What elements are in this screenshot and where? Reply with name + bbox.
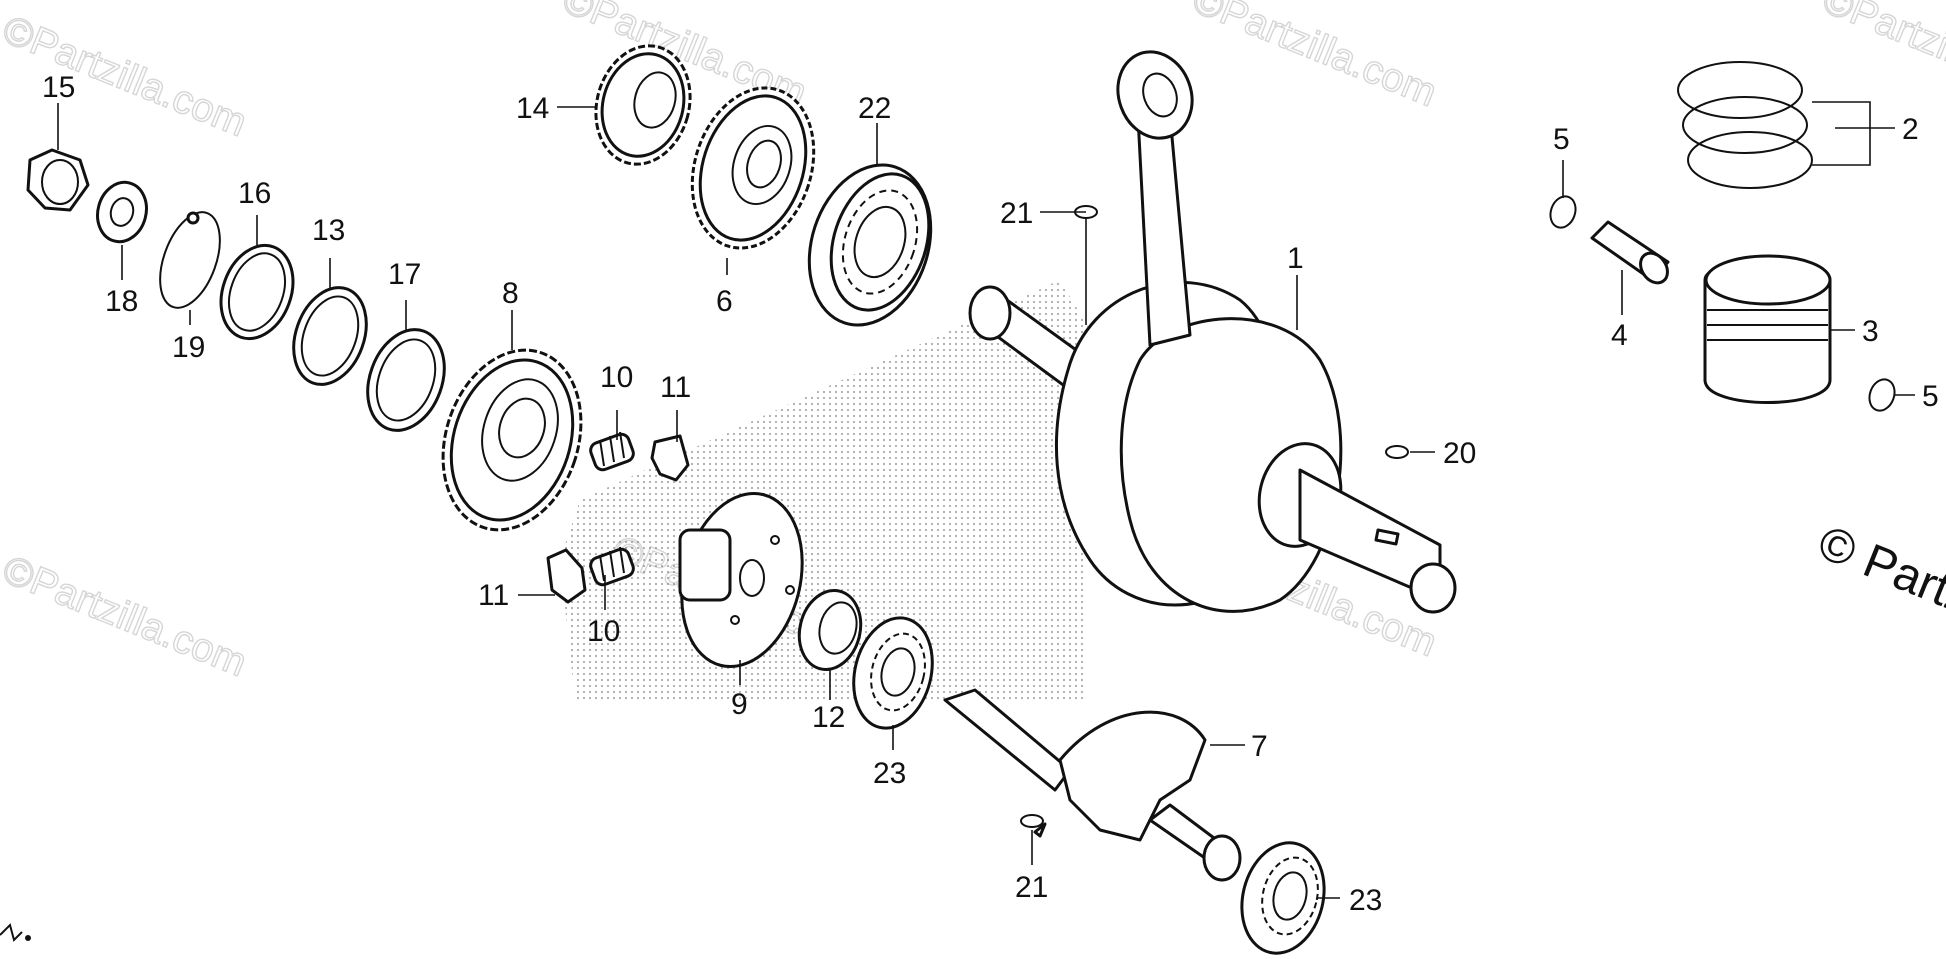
callout-labels: 1 2 3 4 5 5 6 7 8 9 10 10 11 11 12 13 14… [42,71,1939,917]
callout-21: 21 [1015,871,1048,904]
piston-rings-part [1677,61,1813,189]
washer-part [96,180,148,244]
clutch-plate-part [678,491,804,669]
leader-lines [57,101,1915,899]
piston-pin-clip-part [1549,195,1896,412]
callout-12: 12 [812,701,845,734]
callout-8: 8 [502,277,519,310]
crankshaft-assembly-part [968,50,1457,614]
watermark-corner-text: © Partzi [1811,516,1946,629]
clutch-weight-part [546,434,690,604]
callout-23: 23 [873,757,906,790]
callout-11: 11 [478,579,509,612]
callout-10: 10 [600,361,633,394]
piston-part [1703,254,1832,404]
nut-part [26,148,90,212]
edge-fragment [0,923,31,942]
watermark-text: ©Partzilla.com [0,548,253,686]
bearing-part [852,616,1326,955]
watermark-text: ©Partzilla.com [1187,0,1443,115]
callout-9: 9 [731,688,748,721]
thrust-washers [219,243,446,432]
callout-13: 13 [312,214,345,247]
callout-14: 14 [516,92,549,125]
callout-5: 5 [1553,123,1570,156]
callout-1: 1 [1287,242,1304,275]
watermark-text: ©Partzilla.com [1817,0,1946,115]
drive-gear-part [690,86,816,250]
callout-7: 7 [1251,730,1268,763]
callout-20: 20 [1443,437,1476,470]
callout-18: 18 [105,285,138,318]
callout-11: 11 [660,371,691,404]
callout-15: 15 [42,71,75,104]
piston-pin-part [1590,220,1670,285]
idler-gear-part [594,44,692,166]
callout-23: 23 [1349,884,1382,917]
primary-gear-part [441,348,583,532]
balancer-shaft-part [943,688,1242,882]
callout-10: 10 [587,615,620,648]
callout-2: 2 [1902,113,1919,146]
collar-part [797,589,863,671]
callout-17: 17 [388,258,421,291]
circlip-part [159,211,221,309]
callout-3: 3 [1862,315,1879,348]
callout-4: 4 [1611,319,1628,352]
main-bearing-part [807,163,933,327]
callout-6: 6 [716,285,733,318]
spring-part [589,431,635,587]
callout-22: 22 [858,92,891,125]
watermark-text: ©Partzilla.com [0,8,253,146]
callout-19: 19 [172,331,205,364]
callout-16: 16 [238,177,271,210]
callout-5: 5 [1922,380,1939,413]
callout-21: 21 [1000,197,1033,230]
